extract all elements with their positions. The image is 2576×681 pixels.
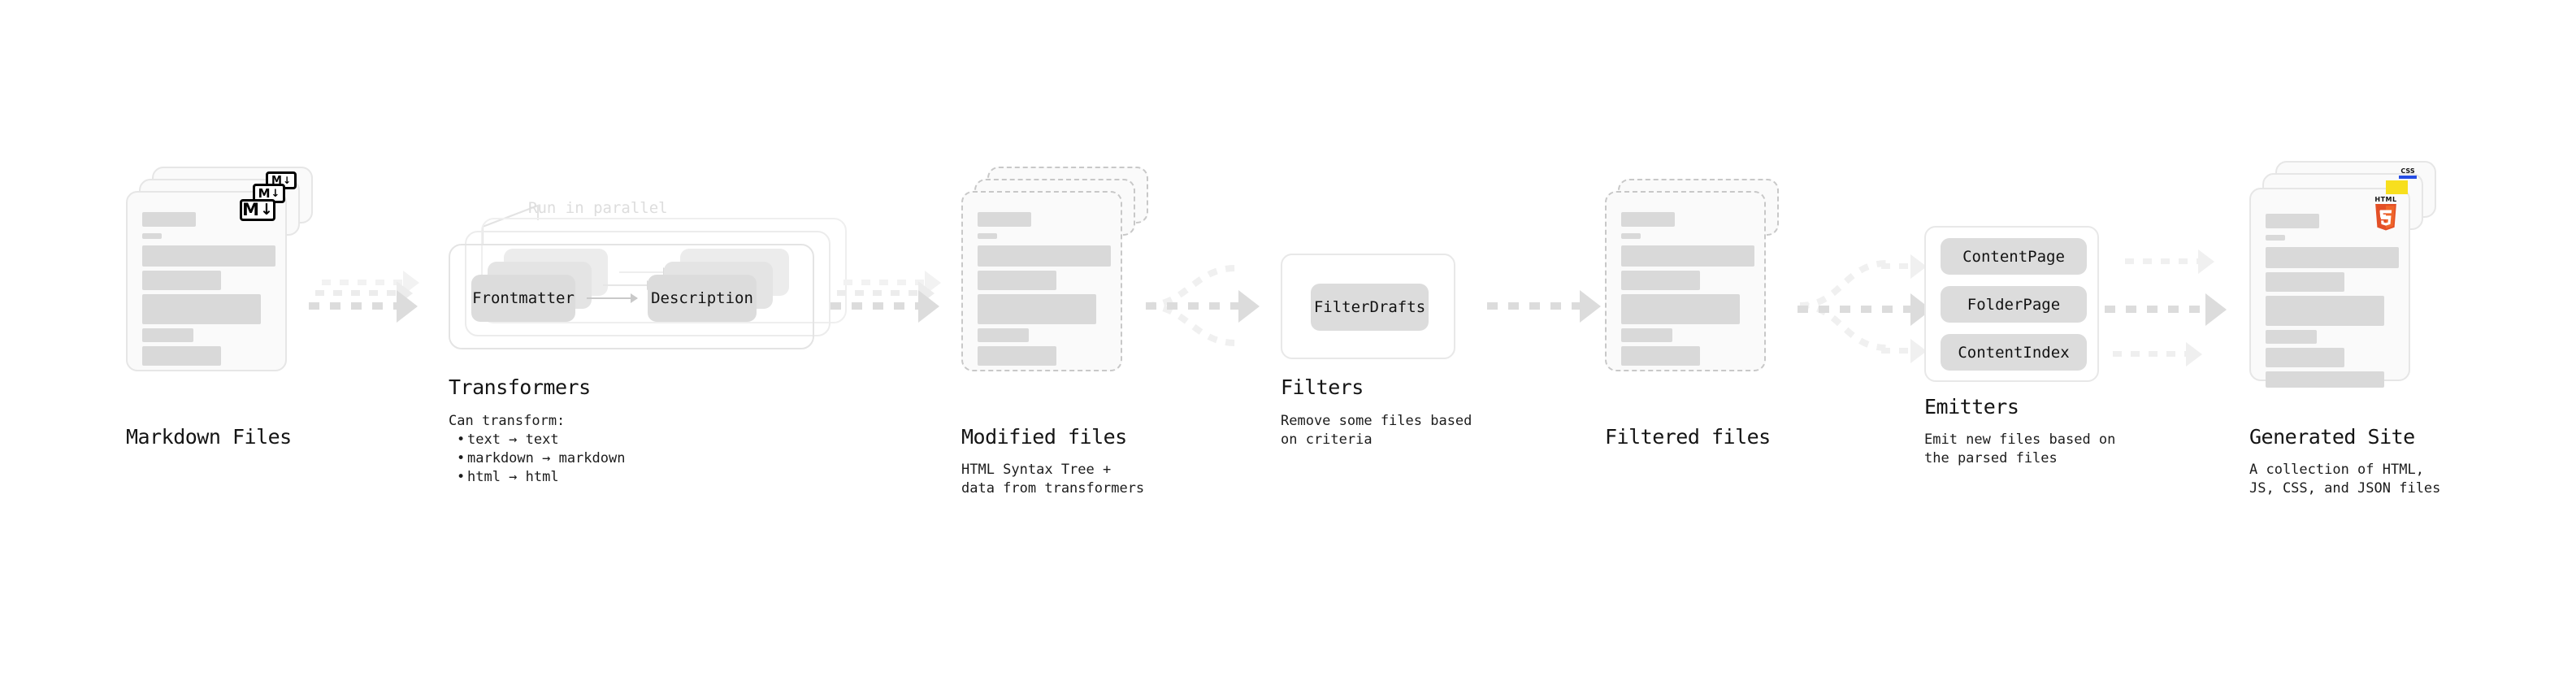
generated-site-title: Generated Site xyxy=(2249,425,2415,449)
markdown-icon-mid-arrow: ↓ xyxy=(271,187,280,200)
skeleton-title xyxy=(1621,212,1675,227)
markdown-files-stack: M↓ M↓ M↓ xyxy=(126,167,313,427)
skeleton-line-5 xyxy=(1621,346,1700,366)
markdown-icon-mid-m: M xyxy=(258,185,271,201)
generated-site-description-2: JS, CSS, and JSON files xyxy=(2249,480,2441,497)
skeleton-meta xyxy=(978,233,997,239)
skeleton-line-1 xyxy=(1621,245,1754,267)
skeleton-line-2 xyxy=(142,271,221,290)
modified-files-description-2: data from transformers xyxy=(961,480,1145,497)
skeleton-meta xyxy=(142,233,162,239)
transformers-title: Transformers xyxy=(449,375,591,399)
skeleton-meta xyxy=(2266,235,2285,241)
markdown-card-front xyxy=(126,191,287,371)
skeleton-line-1 xyxy=(142,245,275,267)
emitters-title: Emitters xyxy=(1924,395,2019,419)
skeleton-line-3 xyxy=(978,294,1096,324)
filters-group-box: FilterDrafts xyxy=(1281,254,1455,359)
generated-site-stack: CSS HTML xyxy=(2249,161,2436,429)
transformer-inner-arrow xyxy=(587,293,638,303)
markdown-icon-front-m: M xyxy=(242,200,259,219)
css3-icon-label: CSS xyxy=(2400,167,2415,175)
skeleton-title xyxy=(978,212,1031,227)
skeleton-line-3 xyxy=(2266,296,2384,326)
skeleton-line-5 xyxy=(2266,348,2344,367)
filters-description-2: on criteria xyxy=(1281,432,1373,448)
skeleton-line-4 xyxy=(2266,330,2317,344)
skeleton-title xyxy=(2266,214,2319,228)
modified-files-description-1: HTML Syntax Tree + xyxy=(961,462,1112,478)
transformers-bullet-list: text → text markdown → markdown html → h… xyxy=(457,431,625,487)
emitters-description-2: the parsed files xyxy=(1924,450,2058,466)
skeleton-line-2 xyxy=(1621,271,1700,290)
generated-site-description-1: A collection of HTML, xyxy=(2249,462,2424,478)
emitter-chip-folderpage[interactable]: FolderPage xyxy=(1941,286,2087,323)
markdown-files-title: Markdown Files xyxy=(126,425,292,449)
html5-icon: HTML xyxy=(2371,196,2400,231)
skeleton-line-5 xyxy=(978,346,1056,366)
transformer-chip-description[interactable]: Description xyxy=(648,275,757,322)
emitters-description-1: Emit new files based on xyxy=(1924,432,2116,448)
skeleton-line-2 xyxy=(978,271,1056,290)
filter-chip-filterdrafts[interactable]: FilterDrafts xyxy=(1311,284,1429,331)
transformers-intro: Can transform: xyxy=(449,413,566,429)
filtered-files-title: Filtered files xyxy=(1605,425,1771,449)
filters-title: Filters xyxy=(1281,375,1364,399)
skeleton-line-4 xyxy=(978,328,1029,342)
markdown-icon-front-arrow: ↓ xyxy=(259,201,273,219)
markdown-icon-front: M↓ xyxy=(240,199,275,221)
transformers-bullet-0: text → text xyxy=(457,431,625,449)
skeleton-line-5 xyxy=(142,346,221,366)
transformer-chip-frontmatter[interactable]: Frontmatter xyxy=(471,275,575,322)
transformer-panel-front: Frontmatter Description xyxy=(449,244,814,349)
skeleton-line-4 xyxy=(142,328,193,342)
skeleton-meta xyxy=(1621,233,1641,239)
skeleton-line-1 xyxy=(978,245,1111,267)
html5-icon-wordmark: HTML xyxy=(2374,196,2397,203)
markdown-icon-m: M xyxy=(271,174,282,187)
transformers-bullet-1: markdown → markdown xyxy=(457,449,625,468)
run-in-parallel-label: Run in parallel xyxy=(528,199,668,217)
transformers-bullet-2: html → html xyxy=(457,468,625,487)
transformers-group: Frontmatter Description xyxy=(449,218,855,356)
emitter-chip-contentindex[interactable]: ContentIndex xyxy=(1941,334,2087,371)
markdown-icon-arrow: ↓ xyxy=(282,175,291,186)
skeleton-line-6 xyxy=(2266,371,2384,388)
skeleton-line-1 xyxy=(2266,247,2399,268)
skeleton-title xyxy=(142,212,196,227)
filtered-card-front xyxy=(1605,191,1766,371)
modified-files-title: Modified files xyxy=(961,425,1127,449)
css3-icon-bar xyxy=(2399,176,2417,179)
skeleton-line-3 xyxy=(1621,294,1740,324)
filtered-files-stack xyxy=(1605,179,1792,439)
skeleton-line-3 xyxy=(142,294,261,324)
filters-description-1: Remove some files based xyxy=(1281,413,1472,429)
css3-icon: CSS xyxy=(2399,167,2417,179)
modified-files-stack xyxy=(961,167,1148,427)
modified-card-front xyxy=(961,191,1122,371)
skeleton-line-2 xyxy=(2266,272,2344,292)
site-card-front xyxy=(2249,188,2410,388)
emitters-group-box: ContentPage FolderPage ContentIndex xyxy=(1924,226,2099,382)
skeleton-line-4 xyxy=(1621,328,1672,342)
emitter-chip-contentpage[interactable]: ContentPage xyxy=(1941,238,2087,275)
javascript-icon xyxy=(2386,180,2408,194)
